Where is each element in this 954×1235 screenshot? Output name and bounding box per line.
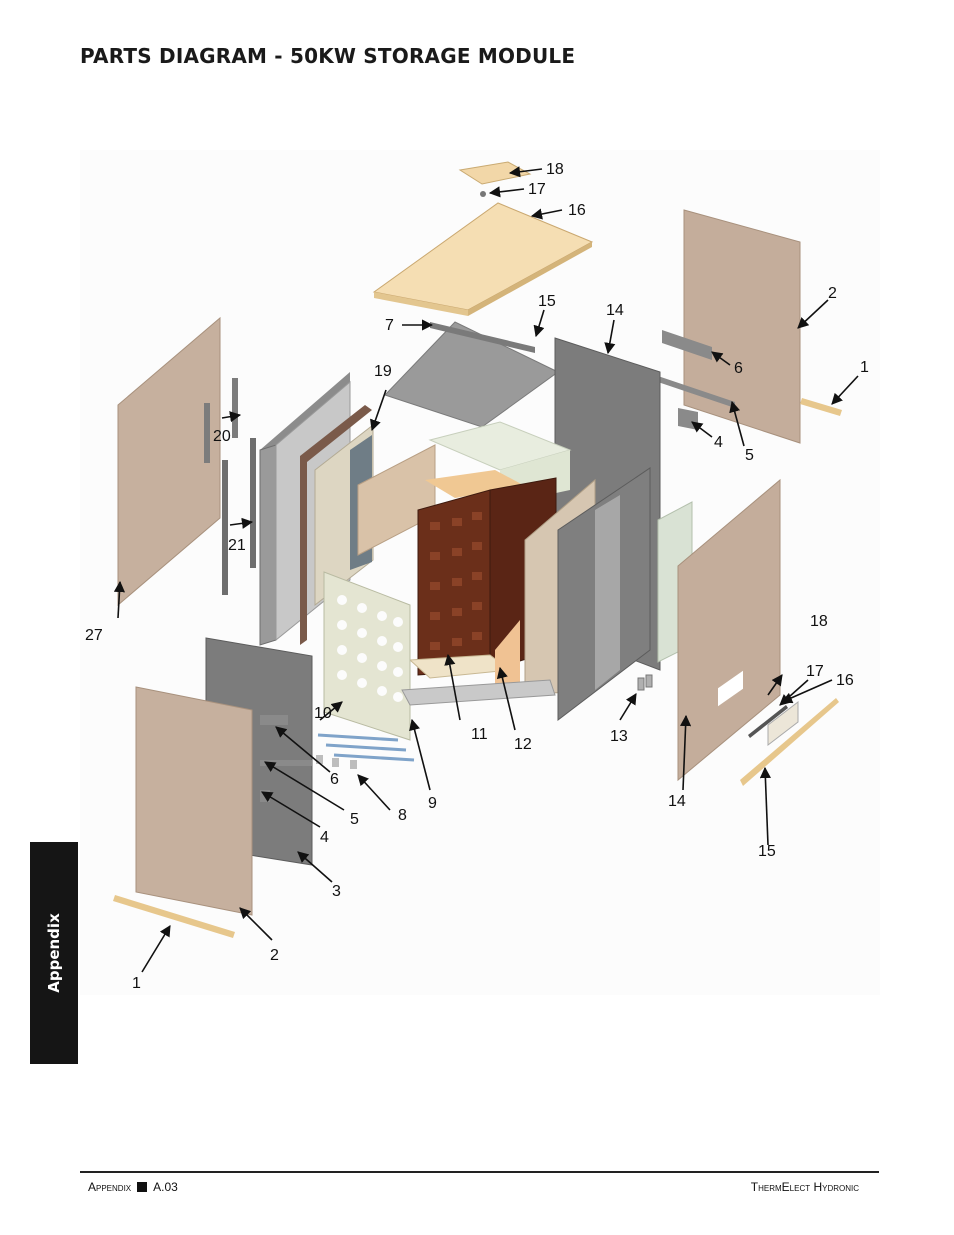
callout-13: 13 [610, 728, 628, 745]
callout-4-right: 4 [714, 434, 723, 451]
callout-21: 16 [568, 202, 586, 219]
side-tab-label: Appendix [45, 913, 63, 993]
part-21-edge [374, 292, 468, 316]
callout-25: 20 [213, 428, 231, 445]
part-10 [317, 733, 415, 762]
callout-2-left: 2 [270, 947, 279, 964]
callout-3: 3 [332, 883, 341, 900]
callout-15: 15 [758, 843, 776, 860]
part-7 [430, 322, 535, 353]
callout-11: 11 [471, 726, 488, 743]
callout-14: 14 [668, 793, 686, 810]
callout-6-right: 6 [734, 360, 743, 377]
appendix-side-tab: Appendix [30, 842, 78, 1064]
callout-23: 18 [546, 161, 564, 178]
footer-page-number: A.03 [153, 1180, 178, 1194]
part-5-left [260, 760, 312, 766]
footer-left: Appendix A.03 [88, 1180, 178, 1194]
part-14-cutout [718, 670, 743, 707]
part-6-right [662, 330, 712, 360]
part-17 [748, 705, 788, 738]
callout-18: 18 [810, 613, 828, 630]
page-title: PARTS DIAGRAM - 50KW STORAGE MODULE [80, 44, 576, 68]
callout-8: 8 [398, 807, 407, 824]
part-13 [637, 674, 653, 691]
callout-16: 16 [836, 672, 854, 689]
callout-5-left: 5 [350, 811, 359, 828]
callout-labels: 18 17 16 15 14 7 2 1 6 4 5 19 20 21 27 1… [85, 161, 869, 992]
callout-19: 14 [606, 302, 624, 319]
callout-27: 27 [85, 627, 103, 644]
footer-square-icon [137, 1182, 148, 1192]
part-2-right [683, 209, 801, 444]
part-25b [232, 378, 238, 438]
part-19-window [595, 495, 620, 690]
footer-rule [80, 1171, 879, 1173]
callout-2-right: 2 [828, 285, 837, 302]
part-5-right [652, 374, 735, 408]
callout-1-right: 1 [860, 359, 869, 376]
callout-22: 17 [528, 181, 546, 198]
part-1-right [800, 398, 842, 416]
wood-cap [425, 470, 525, 498]
frame-left-post [259, 444, 277, 646]
callout-26: 21 [228, 537, 246, 554]
part-8 [316, 755, 357, 769]
part-9 [323, 571, 411, 741]
callout-9: 9 [428, 795, 437, 812]
callout-12: 12 [514, 736, 532, 753]
exploded-view-illustration: 18 17 16 15 14 7 2 1 6 4 5 19 20 21 27 1… [80, 150, 880, 995]
callout-10: 10 [314, 705, 332, 722]
part-1-left [113, 895, 235, 938]
base-rails [401, 679, 556, 706]
part-6-left [260, 715, 288, 725]
part-15 [740, 698, 839, 786]
callout-1-left: 1 [132, 975, 141, 992]
part-26a [222, 460, 228, 595]
part-2-left [135, 686, 253, 916]
part-16 [767, 700, 799, 747]
callout-20: 15 [538, 293, 556, 310]
callout-arrows [113, 166, 859, 973]
callout-6-left: 6 [330, 771, 339, 788]
callout-17: 17 [806, 663, 824, 680]
callout-4-left: 4 [320, 829, 329, 846]
part-21-edge2 [468, 242, 592, 316]
callout-7: 7 [385, 317, 394, 334]
part-27 [117, 316, 221, 607]
part-26b [250, 438, 256, 568]
footer-section: Appendix [88, 1180, 132, 1194]
callout-5-right: 5 [745, 447, 754, 464]
part-22 [480, 191, 486, 197]
footer-product: ThermElect Hydronic [750, 1180, 859, 1194]
callout-24: 19 [374, 363, 392, 380]
part-25a [204, 403, 210, 463]
parts-diagram: 18 17 16 15 14 7 2 1 6 4 5 19 20 21 27 1… [80, 150, 880, 995]
